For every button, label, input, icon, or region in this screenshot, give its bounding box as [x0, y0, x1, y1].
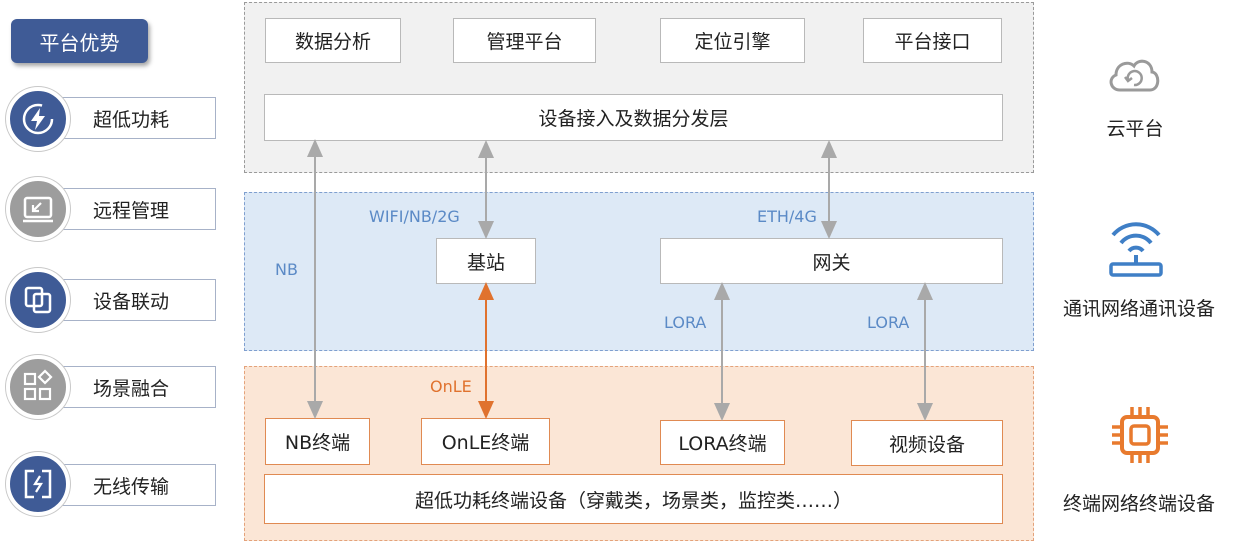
terminal-label: OnLE终端 [441, 432, 530, 454]
legend-network-label: 通讯网络通讯设备 [1062, 298, 1215, 320]
advantage-label: 设备联动 [93, 290, 170, 313]
wifi-nb-2g-link-label: WIFI/NB/2G [369, 207, 460, 226]
advantage-label-box: 设备联动 [58, 279, 216, 321]
terminal-nb: NB终端 [265, 418, 370, 465]
advantages-title-badge: 平台优势 [11, 19, 148, 63]
access-distribution-layer: 设备接入及数据分发层 [264, 94, 1003, 141]
module-positioning-engine: 定位引擎 [660, 18, 805, 63]
advantage-label-box: 场景融合 [58, 366, 216, 408]
terminal-onle: OnLE终端 [421, 418, 550, 465]
advantage-label-box: 远程管理 [58, 188, 216, 230]
module-data-analysis: 数据分析 [265, 18, 401, 63]
advantages-title: 平台优势 [39, 30, 120, 55]
onle-link-label: OnLE [430, 377, 472, 396]
advantage-label-box: 无线传输 [58, 464, 216, 506]
advantage-label: 远程管理 [93, 199, 170, 222]
base-station-label: 基站 [466, 251, 505, 274]
low-power-devices-box: 超低功耗终端设备（穿戴类，场景类，监控类……） [264, 474, 1003, 524]
module-label: 管理平台 [486, 31, 563, 53]
lora-link-label-left: LORA [664, 313, 707, 332]
advantage-label-box: 超低功耗 [58, 97, 216, 139]
terminal-label: NB终端 [284, 432, 351, 454]
legend-terminal-label: 终端网络终端设备 [1062, 493, 1215, 515]
legend-cloud-label: 云平台 [1106, 118, 1164, 140]
grid-diamond-icon [6, 355, 70, 419]
advantage-label: 无线传输 [93, 475, 170, 498]
wireless-transfer-icon [6, 452, 70, 516]
eth-4g-link-label: ETH/4G [757, 207, 817, 226]
access-layer-label: 设备接入及数据分发层 [538, 108, 729, 130]
wifi-router-icon [1105, 213, 1167, 279]
terminal-lora: LORA终端 [660, 420, 785, 465]
nb-link-label: NB [275, 260, 298, 279]
module-label: 数据分析 [294, 31, 371, 53]
remote-screen-icon [6, 177, 70, 241]
gateway-label: 网关 [812, 251, 851, 274]
module-label: 定位引擎 [694, 31, 771, 53]
lightning-icon [6, 87, 70, 151]
lora-link-label-right: LORA [867, 313, 910, 332]
module-management-platform: 管理平台 [453, 18, 596, 63]
linked-squares-icon [6, 268, 70, 332]
cloud-sync-icon [1104, 50, 1164, 100]
module-platform-interface: 平台接口 [863, 18, 1002, 63]
terminal-label: 视频设备 [888, 433, 965, 456]
chip-icon [1108, 402, 1172, 468]
terminal-label: LORA终端 [678, 433, 767, 455]
gateway-box: 网关 [660, 238, 1003, 284]
advantage-label: 场景融合 [93, 377, 170, 400]
devices-label: 超低功耗终端设备（穿戴类，场景类，监控类……） [414, 489, 852, 512]
terminal-video-device: 视频设备 [851, 420, 1003, 466]
advantage-label: 超低功耗 [93, 108, 170, 131]
module-label: 平台接口 [894, 31, 971, 53]
base-station-box: 基站 [436, 238, 536, 284]
